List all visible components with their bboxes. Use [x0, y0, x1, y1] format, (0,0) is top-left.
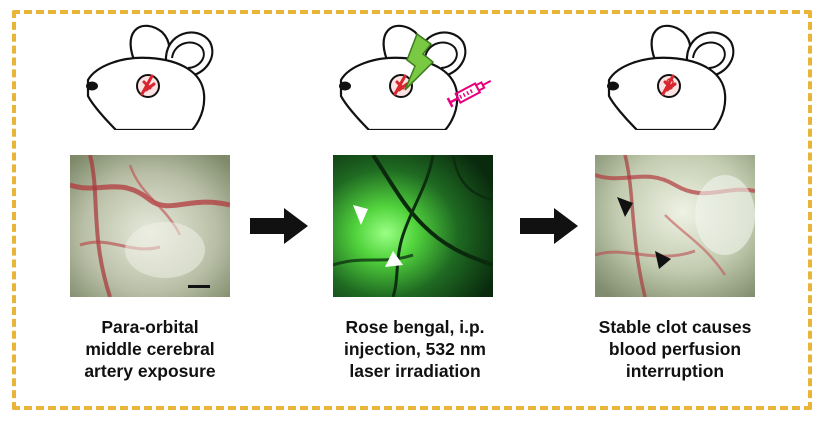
- brightfield-vessel-photo: [70, 155, 230, 297]
- step-1-caption: Para-orbital middle cerebral artery expo…: [20, 316, 280, 382]
- syringe-icon: [446, 79, 492, 108]
- caption-line: Stable clot causes: [598, 317, 752, 337]
- caption-line: artery exposure: [84, 361, 216, 381]
- caption-line: blood perfusion: [608, 339, 742, 359]
- post-clot-vessel-photo: [595, 155, 755, 297]
- caption-line: laser irradiation: [349, 361, 481, 381]
- caption-line: injection, 532 nm: [344, 339, 486, 359]
- step-3-panel: Stable clot causes blood perfusion inter…: [545, 0, 805, 425]
- red-vessel-eye-icon: [389, 74, 413, 98]
- step-2-panel: Rose bengal, i.p. injection, 532 nm lase…: [285, 0, 545, 425]
- clotted-vessel-eye-icon: [657, 74, 681, 98]
- dashed-frame: [12, 10, 812, 410]
- caption-line: interruption: [625, 361, 725, 381]
- mouse-head-icon: [82, 20, 222, 130]
- scale-bar: [188, 285, 210, 288]
- fluorescence-vessel-photo: [333, 155, 493, 297]
- red-vessel-eye-icon: [136, 74, 160, 98]
- step-3-caption: Stable clot causes blood perfusion inter…: [545, 316, 805, 382]
- right-arrow-icon: [520, 208, 578, 244]
- right-arrow-icon: [250, 208, 308, 244]
- black-arrowhead: [617, 197, 633, 217]
- white-arrowhead: [353, 205, 368, 225]
- step-1-panel: Para-orbital middle cerebral artery expo…: [20, 0, 280, 425]
- caption-line: middle cerebral: [85, 339, 215, 359]
- caption-line: Para-orbital: [101, 317, 199, 337]
- caption-line: Rose bengal, i.p.: [345, 317, 485, 337]
- laser-bolt-icon: [404, 32, 435, 91]
- step-2-caption: Rose bengal, i.p. injection, 532 nm lase…: [285, 316, 545, 382]
- white-arrowhead: [385, 251, 403, 267]
- black-arrowhead: [655, 251, 671, 269]
- mouse-head-icon: [335, 20, 475, 130]
- mouse-head-icon: [603, 20, 743, 130]
